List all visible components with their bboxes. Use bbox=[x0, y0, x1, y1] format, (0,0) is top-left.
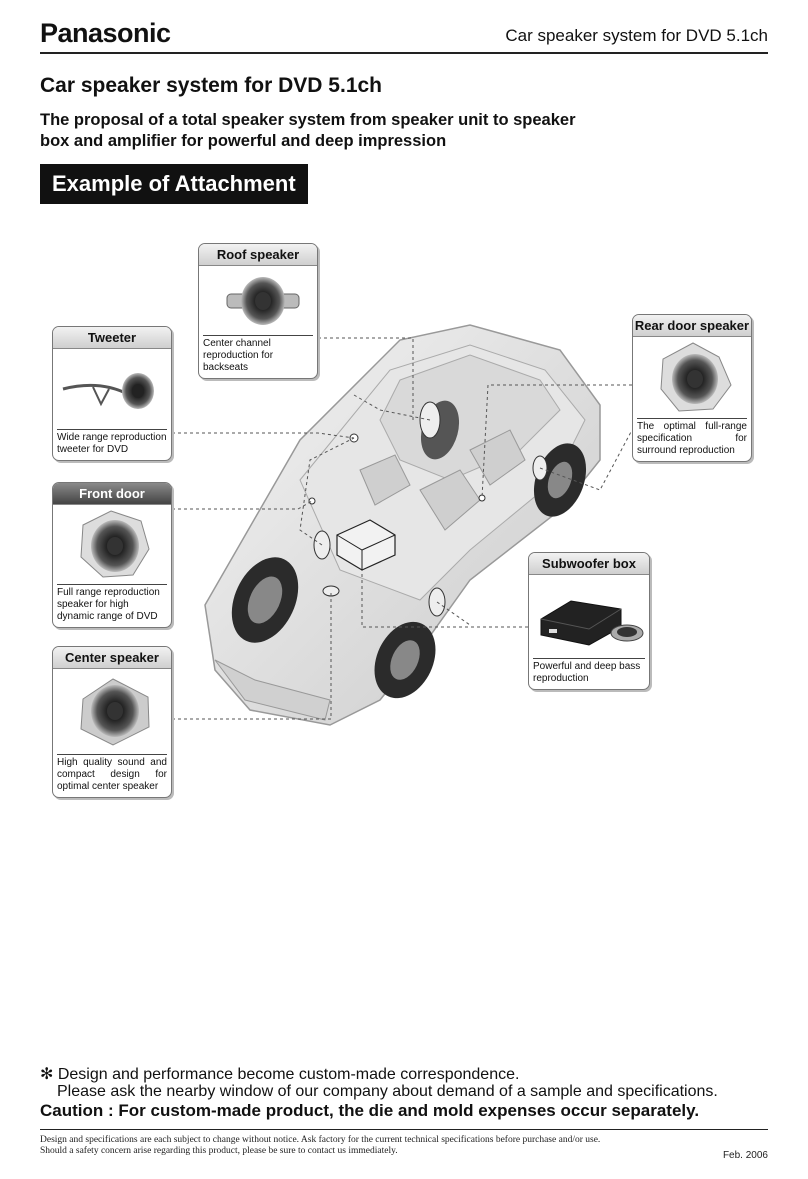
callout-roof-speaker: Roof speaker Center channel reproduction… bbox=[198, 243, 318, 379]
center-speaker-photo bbox=[53, 669, 171, 749]
car-illustration bbox=[172, 324, 633, 726]
callout-title: Center speaker bbox=[53, 647, 171, 669]
subwoofer-box-photo bbox=[529, 575, 649, 653]
header-divider bbox=[40, 52, 768, 54]
caution-text: Caution : For custom-made product, the d… bbox=[40, 1101, 700, 1120]
subtitle: The proposal of a total speaker system f… bbox=[40, 111, 576, 150]
fine-print-1: Design and specifications are each subje… bbox=[40, 1135, 601, 1145]
callout-rear-door-speaker: Rear door speaker The optimal full-range… bbox=[632, 314, 752, 462]
issue-date: Feb. 2006 bbox=[722, 1150, 768, 1161]
callout-title: Tweeter bbox=[53, 327, 171, 349]
callout-subwoofer-box: Subwoofer box Powerful and deep bass rep… bbox=[528, 552, 650, 690]
fine-print-2: Should a safety concern arise regarding … bbox=[40, 1146, 398, 1156]
callout-desc: Powerful and deep bass reproduction bbox=[533, 658, 645, 685]
section-banner: Example of Attachment bbox=[40, 164, 308, 204]
leader-lines bbox=[172, 337, 633, 720]
callout-desc: High quality sound and compact design fo… bbox=[57, 754, 167, 793]
callout-desc: Center channel reproduction for backseat… bbox=[203, 335, 313, 374]
callout-desc: The optimal full-range specification for… bbox=[637, 418, 747, 457]
callout-title: Roof speaker bbox=[199, 244, 317, 266]
footer-divider bbox=[40, 1129, 768, 1130]
page-title: Car speaker system for DVD 5.1ch bbox=[40, 74, 382, 97]
panasonic-logo: Panasonic bbox=[40, 18, 171, 48]
header-product-title: Car speaker system for DVD 5.1ch bbox=[505, 26, 768, 45]
callout-tweeter: Tweeter Wide range reproduction tweeter … bbox=[52, 326, 172, 461]
callout-title: Front door speaker bbox=[53, 483, 171, 523]
car-body bbox=[204, 324, 601, 726]
roof-speaker-photo bbox=[199, 266, 317, 334]
car-speaker-figure: Roof speaker Center channel reproduction… bbox=[0, 230, 808, 830]
callout-front-door-speaker: Front door speaker Full range reproducti… bbox=[52, 482, 172, 628]
callout-desc: Wide range reproduction tweeter for DVD bbox=[57, 429, 167, 456]
callout-desc: Full range reproduction speaker for high… bbox=[57, 584, 167, 623]
callout-title: Subwoofer box bbox=[529, 553, 649, 575]
note-line-2: Please ask the nearby window of our comp… bbox=[57, 1083, 718, 1100]
rear-door-speaker-photo bbox=[633, 337, 751, 417]
callout-title: Rear door speaker bbox=[633, 315, 751, 337]
callout-center-speaker: Center speaker High quality sound and co… bbox=[52, 646, 172, 798]
note-line-1: ✻ Design and performance become custom-m… bbox=[40, 1066, 520, 1083]
tweeter-photo bbox=[53, 349, 171, 417]
front-door-speaker-photo bbox=[53, 505, 171, 583]
